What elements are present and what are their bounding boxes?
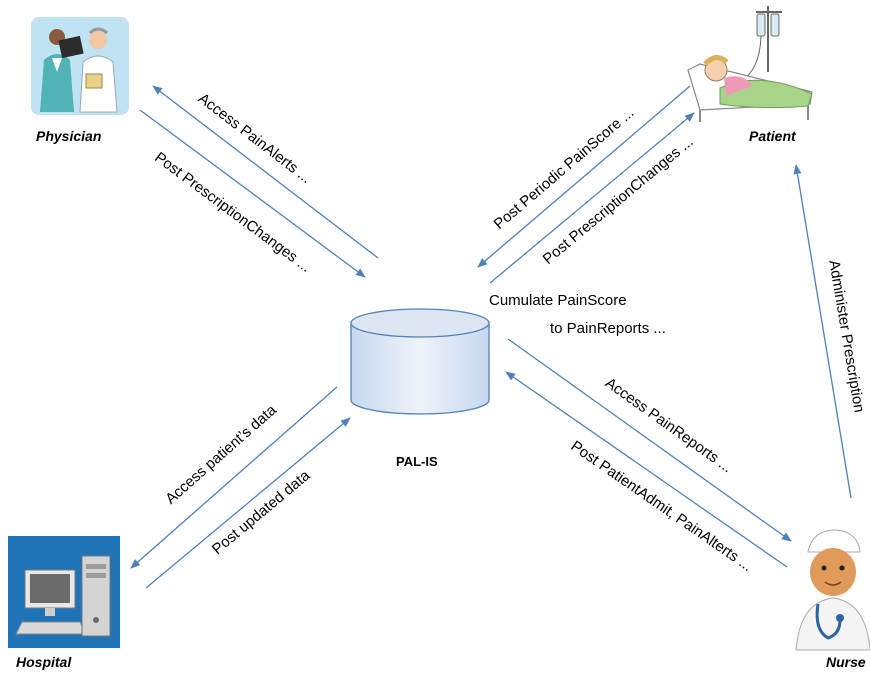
patient-label: Patient <box>749 128 797 144</box>
hub-label: PAL-IS <box>396 454 438 469</box>
arrow-administer-prescription <box>793 164 852 499</box>
physician-icon <box>31 17 129 115</box>
flow-label-cumulate-line1: Cumulate PainScore <box>489 292 627 309</box>
flow-label-post-prescription-patient: Post PrescriptionChanges ... <box>540 133 697 268</box>
arrow-access-patients-data <box>130 386 338 569</box>
arrow-access-pain-reports <box>507 338 792 542</box>
flow-label-access-patients-data: Access patient’s data <box>162 401 280 508</box>
hospital-label: Hospital <box>16 654 72 670</box>
patient-icon <box>687 6 813 122</box>
arrow-access-pain-alerts <box>152 85 379 259</box>
arrow-post-prescription-physician <box>139 109 366 278</box>
arrow-post-patient-admit <box>505 371 788 568</box>
flow-label-access-pain-reports: Access PainReports ... <box>602 374 735 476</box>
nurse-label: Nurse <box>826 654 866 670</box>
arrow-post-prescription-patient <box>489 112 695 284</box>
hospital-icon <box>8 536 120 648</box>
flow-label-cumulate-line2: to PainReports ... <box>550 320 666 337</box>
arrow-post-periodic-painscore <box>477 85 691 268</box>
nurse-icon <box>795 529 870 651</box>
flow-label-administer-prescription: Administer Prescription <box>825 259 867 414</box>
database-cylinder-icon <box>350 308 490 415</box>
flow-label-access-pain-alerts: Access PainAlerts ... <box>195 90 315 187</box>
physician-label: Physician <box>36 128 101 144</box>
arrow-post-updated-data <box>145 417 351 589</box>
flow-label-post-updated-data: Post updated data <box>209 467 314 558</box>
